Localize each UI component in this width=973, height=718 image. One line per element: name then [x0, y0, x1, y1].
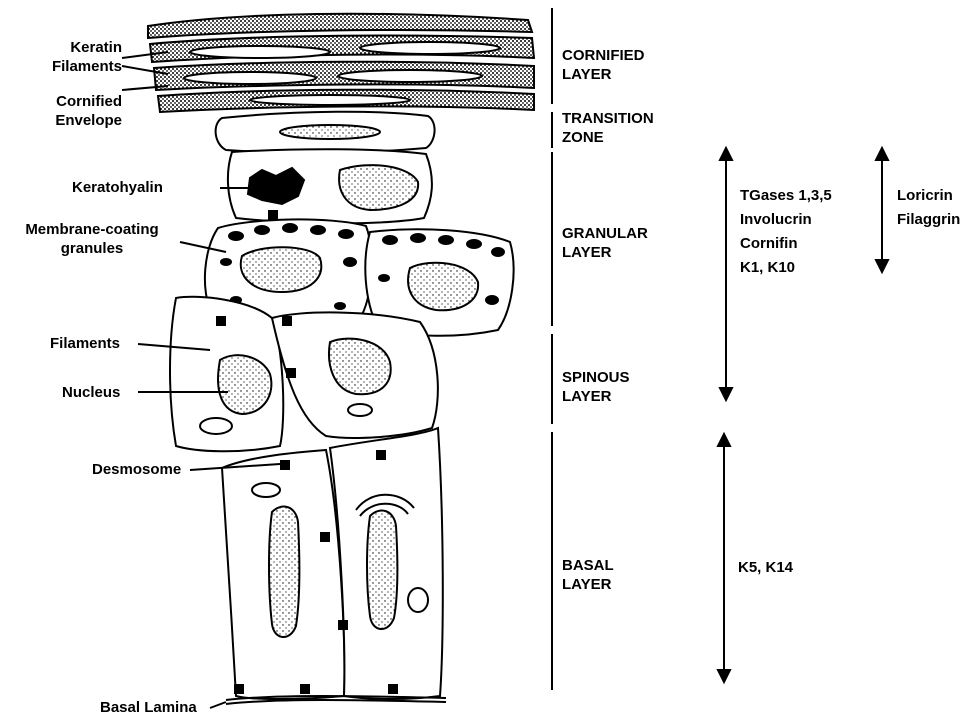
basal-lamina-label: Basal Lamina — [100, 698, 197, 717]
suprabasal-markers-label: TGases 1,3,5 Involucrin Cornifin K1, K10 — [740, 184, 832, 280]
transition-zone-cell — [216, 112, 435, 153]
basal-layer-label: BASAL LAYER — [562, 556, 614, 594]
spinous-layer-cells — [170, 297, 438, 451]
granular-markers-label: Loricrin Filaggrin — [897, 184, 960, 232]
keratin-filaments-label: Keratin Filaments — [16, 38, 122, 76]
basal-markers-label: K5, K14 — [738, 558, 793, 577]
keratohyalin-label: Keratohyalin — [72, 178, 163, 197]
granular-layer-label: GRANULAR LAYER — [562, 224, 648, 262]
spinous-layer-label: SPINOUS LAYER — [562, 368, 630, 406]
filaments-label: Filaments — [50, 334, 120, 353]
cornified-layer-cells — [148, 14, 534, 112]
membrane-coating-granules-label: Membrane-coating granules — [6, 220, 178, 258]
cornified-layer-label: CORNIFIED LAYER — [562, 46, 645, 84]
desmosome-label: Desmosome — [92, 460, 181, 479]
cornified-envelope-label: Cornified Envelope — [16, 92, 122, 130]
nucleus-label: Nucleus — [62, 383, 120, 402]
basal-layer-cells — [222, 428, 443, 699]
transition-zone-label: TRANSITION ZONE — [562, 109, 654, 147]
